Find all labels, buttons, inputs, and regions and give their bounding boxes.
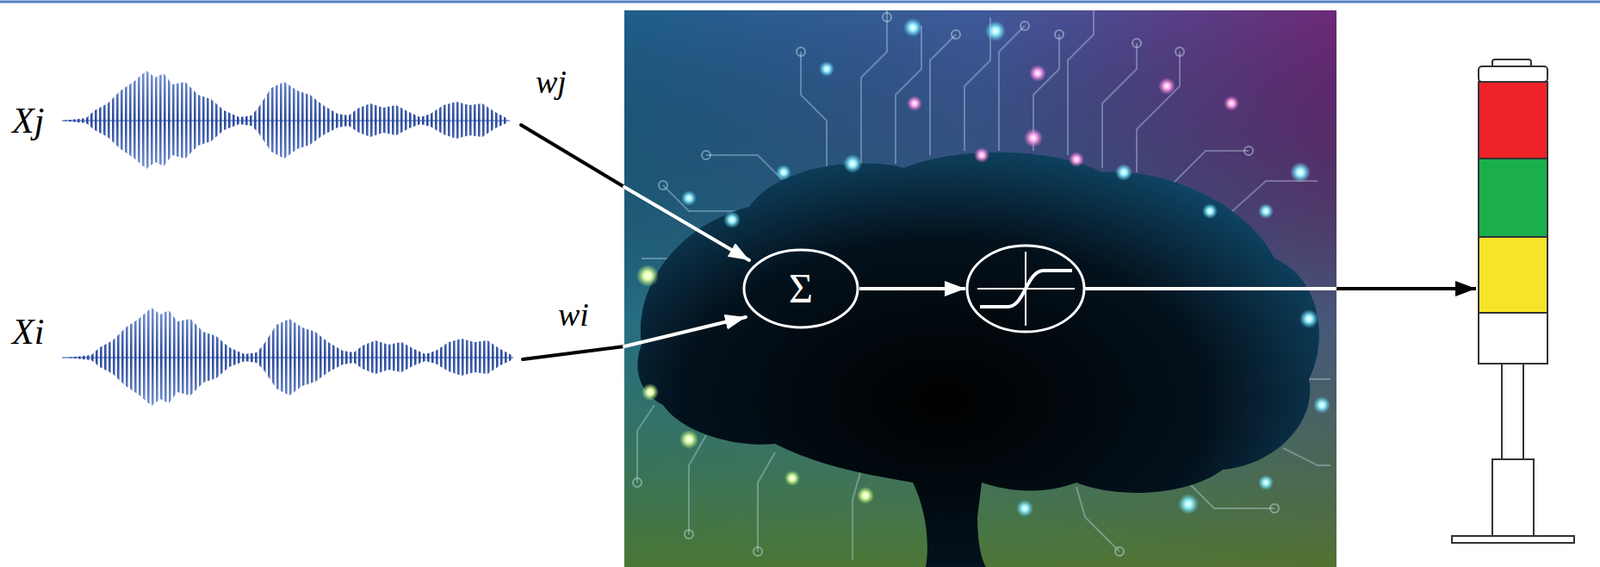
waveform-j <box>62 70 510 169</box>
waveform-i <box>62 307 514 406</box>
output-wire <box>1084 288 1476 290</box>
header-rule <box>0 0 1600 4</box>
sum-to-activation-wire <box>859 286 966 291</box>
brain-panel <box>624 10 1337 567</box>
input-wires <box>520 124 750 360</box>
brain-silhouette <box>637 152 1320 567</box>
input-label: Xi <box>12 311 44 352</box>
weight-label: wj <box>535 64 567 101</box>
glow-dots <box>636 18 1331 517</box>
stack-light-tower <box>1451 59 1575 543</box>
weight-label: wi <box>558 297 590 334</box>
summation-circle: Σ <box>742 248 860 329</box>
activation-symbol <box>967 245 1085 332</box>
input-label: Xj <box>12 100 44 141</box>
node-text: Σ <box>788 266 813 312</box>
